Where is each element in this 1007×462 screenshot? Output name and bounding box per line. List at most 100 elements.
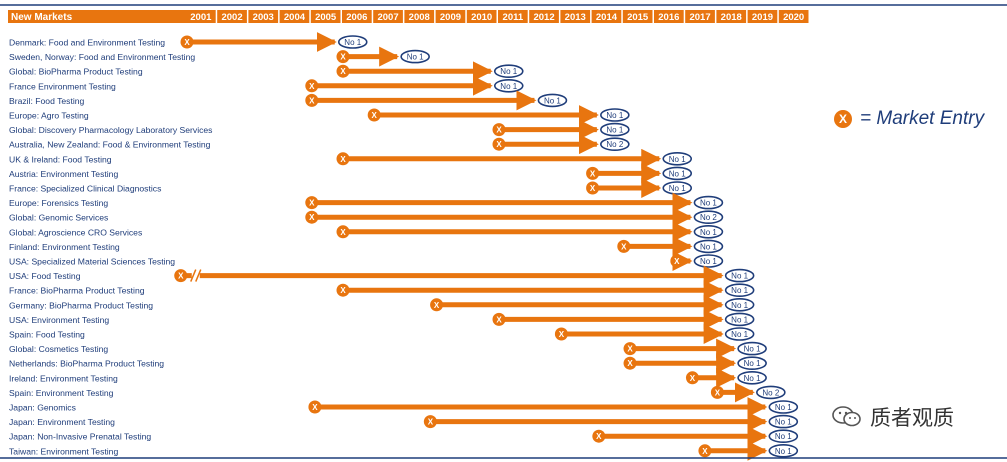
year-label: 2020	[783, 12, 804, 23]
entry-marker-icon	[336, 50, 350, 64]
year-label: 2008	[409, 12, 430, 23]
row-label: Netherlands: BioPharma Product Testing	[9, 359, 164, 369]
entry-marker-x: X	[428, 418, 434, 427]
entry-marker-x: X	[627, 359, 633, 368]
entry-marker-x: X	[340, 67, 346, 76]
entry-marker-x: X	[184, 38, 190, 47]
market-entry-marker-icon: X	[834, 110, 852, 128]
row-label: Finland: Environment Testing	[9, 242, 120, 252]
entry-marker-x: X	[590, 184, 596, 193]
timeline-row: France: Specialized Clinical Diagnostics…	[9, 178, 693, 198]
year-cell	[591, 10, 622, 23]
entry-marker-icon	[305, 210, 319, 224]
legend: X = Market Entry	[834, 108, 984, 130]
year-cell	[560, 10, 591, 23]
rank-label: No 1	[700, 199, 717, 208]
year-cell	[404, 10, 435, 23]
entry-marker-x: X	[309, 96, 315, 105]
year-label: 2013	[565, 12, 586, 23]
entry-marker-x: X	[496, 140, 502, 149]
rank-badge	[768, 400, 799, 414]
entry-marker-icon	[336, 64, 350, 78]
wechat-icon	[832, 406, 861, 427]
year-cell	[529, 10, 559, 23]
entry-marker-icon	[174, 269, 188, 283]
entry-marker-icon	[336, 225, 350, 239]
row-label: Austria: Environment Testing	[9, 169, 118, 179]
year-cell	[217, 10, 247, 23]
row-label: USA: Food Testing	[9, 271, 81, 281]
entry-marker-x: X	[621, 242, 627, 251]
rank-badge	[768, 414, 799, 429]
timeline-row: USA: Specialized Material Sciences Testi…	[9, 251, 724, 271]
year-cell	[435, 10, 466, 23]
year-cell	[186, 10, 216, 23]
rank-badge	[693, 210, 724, 224]
rank-label: No 1	[731, 301, 748, 310]
entry-marker-icon	[586, 166, 600, 180]
year-label: 2001	[190, 12, 212, 23]
entry-marker-x: X	[178, 272, 184, 281]
year-cell	[310, 10, 341, 23]
year-cell	[466, 10, 497, 23]
entry-marker-icon	[308, 400, 322, 414]
entry-marker-x: X	[340, 228, 346, 237]
entry-marker-icon	[623, 342, 637, 356]
row-label: USA: Specialized Material Sciences Testi…	[9, 257, 175, 267]
row-label: USA: Environment Testing	[9, 315, 109, 325]
entry-marker-icon	[623, 356, 637, 370]
entry-marker-icon	[698, 444, 712, 458]
year-cell	[498, 10, 528, 23]
rank-badge	[768, 429, 799, 444]
entry-marker-icon	[586, 181, 600, 195]
rank-badge	[493, 64, 524, 78]
watermark-text: 质者观质	[870, 406, 954, 430]
rank-label: No 1	[700, 228, 717, 237]
rank-label: No 1	[775, 403, 792, 412]
year-cell	[248, 10, 279, 23]
row-label: Global: Discovery Pharmacology Laborator…	[9, 125, 212, 135]
rank-badge	[724, 297, 755, 312]
entry-marker-icon	[367, 108, 381, 122]
row-label: Ireland: Environment Testing	[9, 373, 118, 383]
rank-badge	[662, 152, 693, 166]
row-label: Japan: Genomics	[9, 403, 76, 413]
rank-label: No 1	[669, 169, 686, 178]
entry-marker-icon	[592, 429, 606, 443]
entry-marker-icon	[305, 93, 319, 107]
timeline-row: Global: Discovery Pharmacology Laborator…	[9, 119, 630, 140]
year-label: 2005	[315, 12, 337, 23]
year-cell	[342, 10, 372, 23]
rank-label: No 1	[744, 374, 761, 383]
year-cell	[622, 10, 653, 23]
entry-marker-x: X	[340, 286, 346, 295]
rank-badge	[724, 283, 755, 298]
year-label: 2015	[627, 12, 649, 23]
rank-badge	[724, 268, 755, 283]
entry-marker-icon	[492, 123, 506, 137]
year-cell	[747, 10, 778, 23]
rank-label: No 1	[344, 38, 361, 47]
rank-label: No 1	[775, 432, 792, 441]
rank-label: No 1	[606, 111, 623, 120]
entry-marker-x: X	[309, 82, 315, 91]
timeline-row: Sweden, Norway: Food and Environment Tes…	[9, 46, 430, 67]
rank-badge	[737, 341, 767, 356]
entry-marker-x: X	[702, 447, 708, 456]
year-cell	[373, 10, 403, 23]
rank-badge	[693, 239, 724, 254]
header-bg	[8, 10, 186, 23]
rank-label: No 1	[500, 67, 517, 76]
entry-marker-icon	[336, 283, 350, 297]
